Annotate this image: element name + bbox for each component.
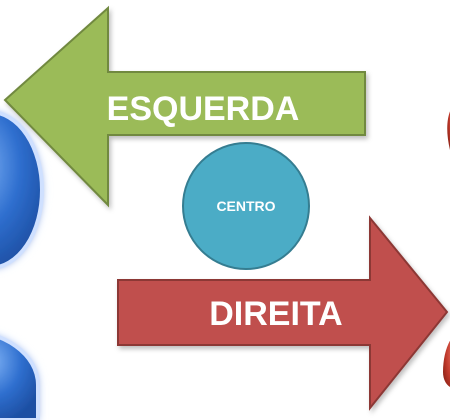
right-arrow: DIREITA: [117, 215, 449, 411]
left-arrow-label: ESQUERDA: [107, 90, 300, 128]
right-arrow-shape: [117, 215, 449, 411]
right-person-head: [447, 111, 450, 150]
right-arrow-label: DIREITA: [209, 295, 342, 333]
left-arrow-shape: [3, 5, 366, 208]
right-person-body: [443, 340, 450, 387]
center-circle: CENTRO: [182, 142, 310, 270]
center-circle-label: CENTRO: [216, 198, 275, 214]
left-arrow: ESQUERDA: [3, 5, 366, 208]
left-person-figure: [0, 111, 44, 420]
center-circle-shape: [182, 142, 310, 270]
left-person-body: [0, 335, 40, 420]
left-person-head: [0, 111, 44, 269]
right-person-figure: [443, 111, 450, 387]
